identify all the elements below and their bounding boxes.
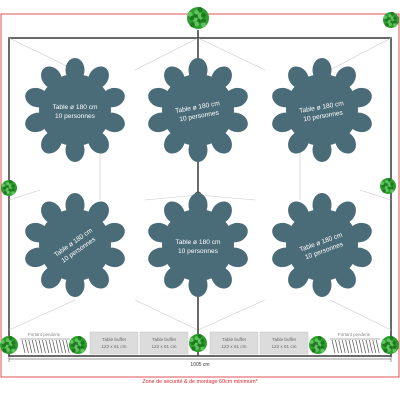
round-table: Table ø 180 cm 10 personnes <box>25 58 125 162</box>
buffet-table: Table buffet 122 x 61 cm <box>89 331 139 355</box>
plant-icon <box>69 335 87 354</box>
table-top <box>39 74 111 146</box>
coat-rack-label: Portant penderie <box>28 332 61 337</box>
coat-rack-label: Portant penderie <box>338 332 371 337</box>
round-table: Table ø 180 cm 10 personnes <box>148 193 248 297</box>
table-capacity: 10 personnes <box>55 113 96 120</box>
buffet-table: Table buffet 122 x 61 cm <box>259 331 309 355</box>
table-label: Table ø 180 cm <box>175 239 221 246</box>
table-top <box>286 209 358 281</box>
plants <box>0 6 399 354</box>
plant-icon <box>0 335 18 354</box>
buffet-label: Table buffet <box>102 337 126 342</box>
plant-icon <box>383 11 399 28</box>
buffet-label: Table buffet <box>272 337 296 342</box>
buffet-area: Table buffet 122 x 61 cm Table buffet 12… <box>89 331 309 355</box>
plant-icon <box>187 6 209 29</box>
table-top <box>39 209 111 281</box>
plant-icon <box>380 177 396 194</box>
plant-icon <box>1 179 17 196</box>
plant-icon <box>309 335 327 354</box>
table-top <box>162 209 234 281</box>
buffet-label: Table buffet <box>152 337 176 342</box>
width-dimension-label: 1005 cm <box>190 362 209 368</box>
hangers <box>331 339 380 354</box>
buffet-label: Table buffet <box>222 337 246 342</box>
buffet-size: 122 x 61 cm <box>101 344 126 349</box>
buffet-table: Table buffet 122 x 61 cm <box>209 331 259 355</box>
buffet-size: 122 x 61 cm <box>221 344 246 349</box>
table-label: Table ø 180 cm <box>52 104 98 111</box>
plant-icon <box>189 333 207 352</box>
table-top <box>162 74 234 146</box>
buffet-table: Table buffet 122 x 61 cm <box>139 331 189 355</box>
structure-lines <box>8 37 392 331</box>
width-dimension: 1005 cm <box>8 356 392 368</box>
tent-outline <box>8 37 392 357</box>
table-top <box>286 74 358 146</box>
coat-rack-left: Portant penderie <box>20 332 70 354</box>
plant-icon <box>381 335 399 354</box>
buffet-size: 122 x 61 cm <box>271 344 296 349</box>
coat-rack-right: Portant penderie <box>330 332 380 354</box>
safety-zone-label: Zone de sécurité & de montage 60cm minim… <box>142 379 258 385</box>
table-capacity: 10 personnes <box>178 248 219 255</box>
hangers <box>21 339 70 354</box>
buffet-size: 122 x 61 cm <box>151 344 176 349</box>
